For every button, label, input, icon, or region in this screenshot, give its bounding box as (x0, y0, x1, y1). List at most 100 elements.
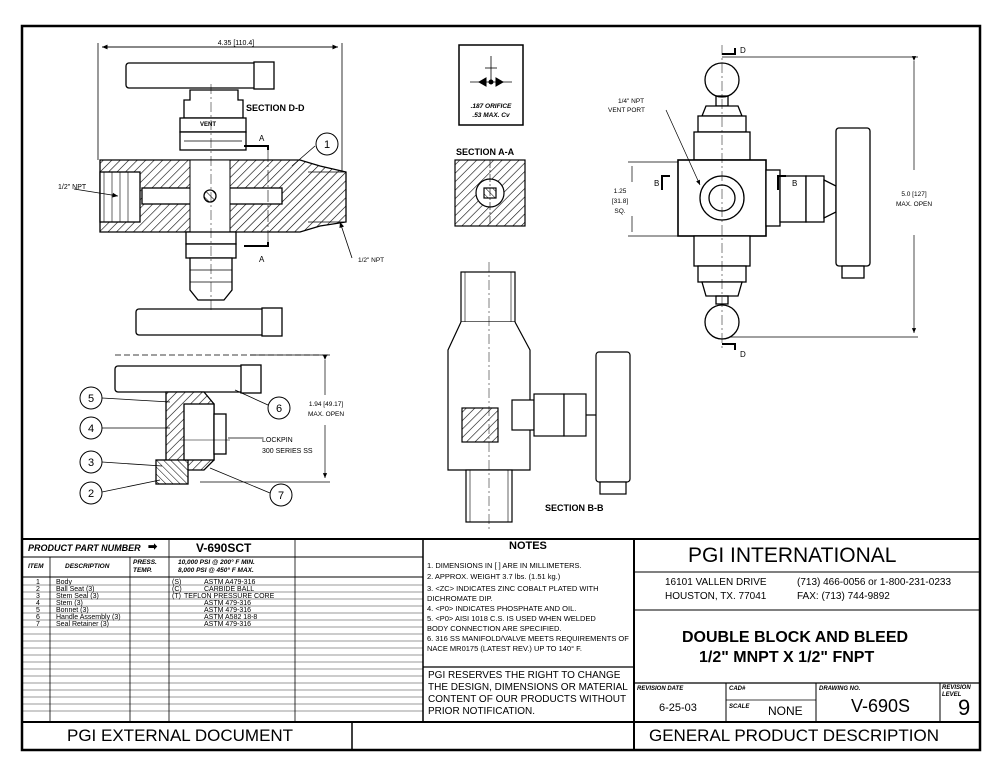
note-line: NACE MR0175 (LATEST REV.) UP TO 140° F. (427, 644, 583, 653)
revision-date-label: REVISION DATE (637, 686, 684, 692)
section-dd-view (73, 43, 353, 337)
section-bb-label: SECTION B-B (545, 503, 604, 513)
table-row: 5 Bonnet (3) ASTM 479-316 (26, 607, 424, 614)
npt-right-label: 1/2" NPT (358, 257, 384, 264)
row-item: 2 (36, 586, 40, 593)
note-line: 3. <ZC> INDICATES ZINC COBALT PLATED WIT… (427, 584, 599, 593)
table-row: 3 Stem Seal (3) (T) TEFLON PRESSURE CORE (26, 593, 424, 600)
notes-title: NOTES (509, 540, 547, 552)
company-name: PGI INTERNATIONAL (688, 544, 897, 567)
pressure-line2: 8,000 PSI @ 450° F MAX. (178, 567, 254, 574)
col-press-header-2: TEMP. (133, 567, 153, 574)
row-code: (S) (172, 579, 182, 586)
balloon-5-text: 5 (88, 393, 94, 405)
dim-sq-line1: 1.25 (614, 188, 627, 195)
revision-level-label-2: LEVEL (942, 692, 962, 698)
address-line1: 16101 VALLEN DRIVE (665, 577, 767, 588)
row-item: 6 (36, 614, 40, 621)
cut-b-left: B (654, 179, 659, 188)
row-description: Handle Assembly (3) (56, 614, 121, 621)
section-bb-view (447, 262, 631, 530)
row-material: ASTM 479-316 (204, 600, 252, 607)
phone-line1: (713) 466-0056 or 1-800-231-0233 (797, 577, 951, 588)
balloon-3-text: 3 (88, 457, 94, 469)
row-material: ASTM 479-316 (204, 621, 252, 628)
scale-label: SCALE (729, 704, 750, 710)
cut-b-right: B (792, 179, 797, 188)
arrow-icon: ➡ (148, 541, 158, 553)
drawing-title-line2: 1/2" MNPT X 1/2" FNPT (699, 649, 875, 666)
row-code: (T) (172, 593, 181, 600)
row-item: 3 (36, 593, 40, 600)
outer-border (20, 24, 982, 752)
orifice-line2: .53 MAX. Cv (472, 112, 510, 119)
revision-date: 6-25-03 (659, 702, 697, 714)
col-press-header-1: PRESS. (133, 559, 157, 566)
row-material: TEFLON PRESSURE CORE (184, 593, 275, 600)
drawing-title-line1: DOUBLE BLOCK AND BLEED (682, 629, 909, 646)
row-description: Stem (3) (56, 600, 83, 607)
part-number: V-690SCT (196, 541, 252, 555)
address-line2: HOUSTON, TX. 77041 (665, 591, 767, 602)
note-line: 1. DIMENSIONS IN [ ] ARE IN MILLIMETERS. (427, 561, 582, 570)
max-open-right-line2: MAX. OPEN (896, 201, 932, 208)
orifice-line1: .187 ORIFICE (471, 103, 512, 110)
balloon-4-text: 4 (88, 423, 94, 435)
max-open-left-line2: MAX. OPEN (308, 411, 344, 418)
balloon-1-text: 1 (324, 139, 330, 151)
balloon-7-text: 7 (278, 490, 284, 502)
vent-port-line2: VENT PORT (608, 107, 645, 114)
drawing-number: V-690S (851, 696, 911, 716)
cut-d-top: D (740, 46, 746, 55)
detail-view (79, 354, 330, 507)
section-aa-view (454, 159, 526, 227)
col-description-header: DESCRIPTION (65, 563, 110, 570)
row-material: ASTM A479-316 (204, 579, 256, 586)
disclaimer-line: THE DESIGN, DIMENSIONS OR MATERIAL (428, 682, 628, 693)
table-row: 1 Body (S) ASTM A479-316 (26, 579, 424, 586)
dim-sq-line3: SQ. (614, 208, 625, 215)
section-dd-label: SECTION D-D (246, 103, 305, 113)
table-row: 2 Ball Seat (3) (C) CARBIDE BALL (26, 586, 424, 593)
orifice-box (458, 44, 524, 126)
cut-a-bottom: A (259, 255, 265, 264)
drawing-no-label: DRAWING NO. (819, 686, 861, 692)
pressure-line1: 10,000 PSI @ 200° F MIN. (178, 559, 255, 566)
vent-label: VENT (200, 122, 216, 128)
row-material: CARBIDE BALL (204, 586, 255, 593)
phone-line2: FAX: (713) 744-9892 (797, 591, 890, 602)
row-code: (C) (172, 586, 182, 593)
row-material: ASTM A582 18-8 (204, 614, 258, 621)
balloon-6-text: 6 (276, 403, 282, 415)
col-item-header: ITEM (28, 563, 44, 570)
note-line: BODY CONNECTION ARE SPECIFIED. (427, 624, 562, 633)
row-description: Seal Retainer (3) (56, 621, 109, 628)
revision-level: 9 (958, 695, 971, 720)
cut-a-top: A (259, 134, 265, 143)
table-row: 6 Handle Assembly (3) ASTM A582 18-8 (26, 614, 424, 621)
note-line: 6. 316 SS MANIFOLD/VALVE MEETS REQUIREME… (427, 634, 629, 643)
note-line: DICHROMATE DIP. (427, 594, 493, 603)
balloon-2-text: 2 (88, 488, 94, 500)
note-line: 5. <P0> AISI 1018 C.S. IS USED WHEN WELD… (427, 614, 596, 623)
row-description: Bonnet (3) (56, 607, 89, 614)
disclaimer-line: PRIOR NOTIFICATION. (428, 706, 536, 717)
footer-right: GENERAL PRODUCT DESCRIPTION (649, 726, 939, 745)
footer-left: PGI EXTERNAL DOCUMENT (67, 726, 294, 745)
note-line: 2. APPROX. WEIGHT 3.7 lbs. (1.51 kg.) (427, 572, 561, 581)
table-row: 7 Seal Retainer (3) ASTM 479-316 (26, 621, 424, 628)
row-item: 7 (36, 621, 40, 628)
row-item: 4 (36, 600, 40, 607)
disclaimer-line: CONTENT OF OUR PRODUCTS WITHOUT (428, 694, 627, 705)
npt-left-label: 1/2" NPT (58, 184, 87, 191)
front-view (628, 45, 918, 350)
dim-top-label: 4.35 [110.4] (218, 40, 255, 47)
row-item: 1 (36, 579, 40, 586)
scale-value: NONE (768, 704, 803, 718)
row-material: ASTM 479-316 (204, 607, 252, 614)
dim-sq-line2: [31.8] (612, 198, 628, 205)
cad-label: CAD# (729, 686, 746, 692)
max-open-left-line1: 1.94 [49.17] (309, 401, 344, 408)
